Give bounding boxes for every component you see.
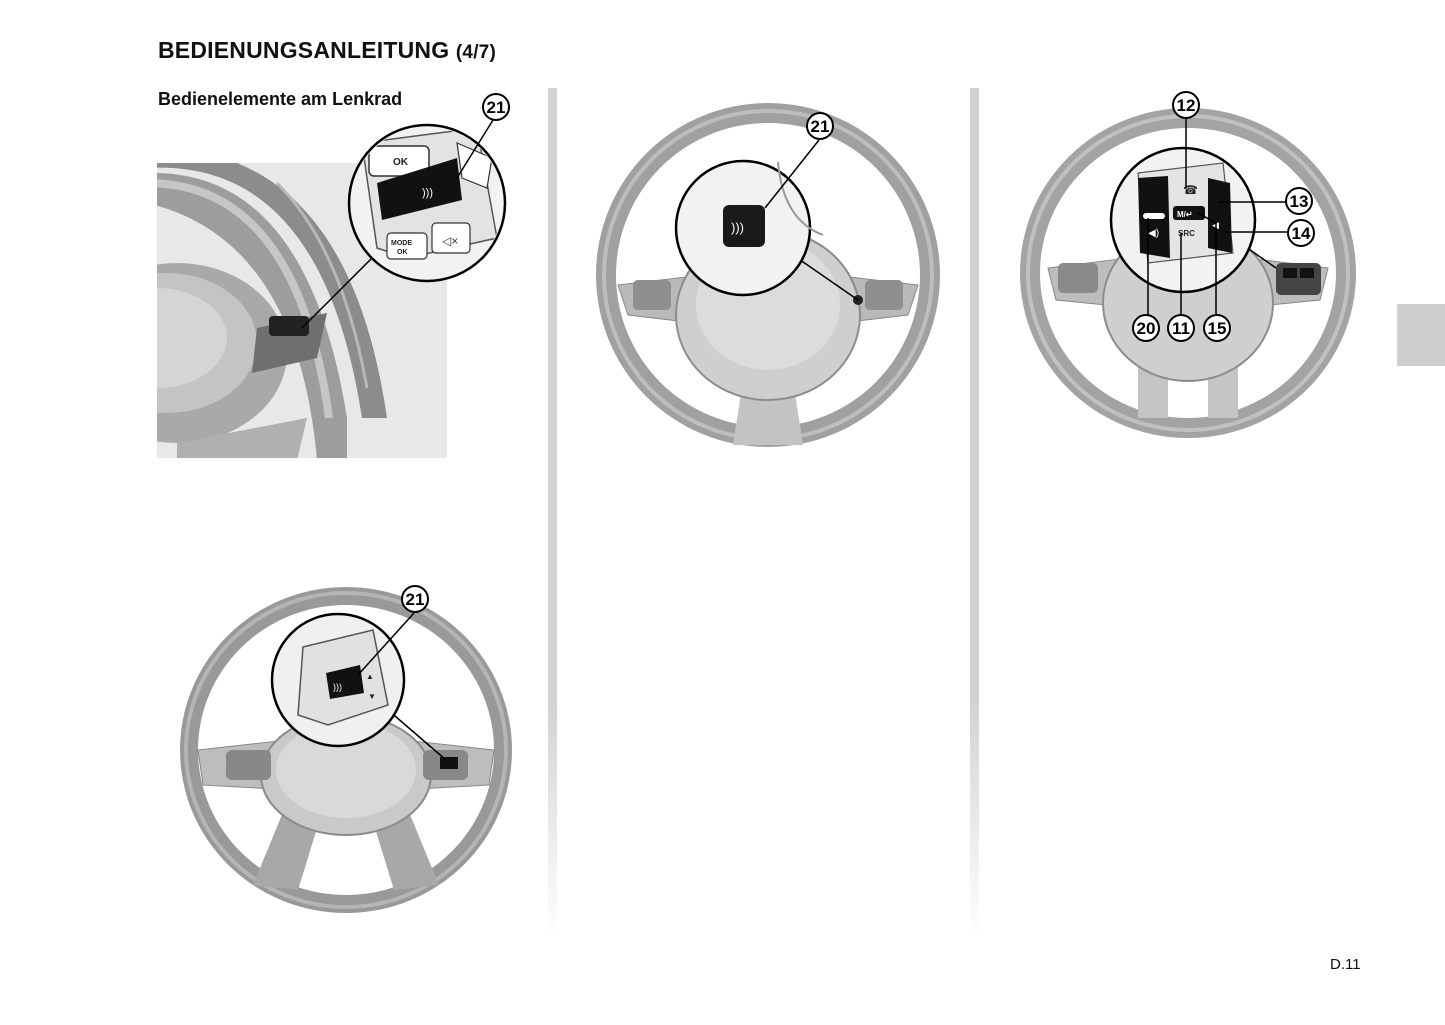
title-part: (4/7) [455, 42, 496, 63]
mute-icon: ◁× [442, 234, 458, 248]
volume-icon: ◀) [1148, 228, 1159, 239]
callout-12: 12 [1177, 96, 1196, 115]
down-arrow-icon: ▼ [368, 692, 376, 701]
callout-14: 14 [1292, 224, 1311, 243]
column-divider-left [548, 88, 557, 938]
section-subtitle: Bedienelemente am Lenkrad [158, 89, 403, 109]
callout-21: 21 [811, 117, 830, 136]
callout-13: 13 [1290, 192, 1309, 211]
figure-steering-wheel-right: ◀) M/↵ SRC ☎ + ◀ 12 13 14 20 11 15 [1020, 91, 1356, 438]
page-title: BEDIENUNGSANLEITUNG (4/7) [158, 37, 496, 64]
voice-icon: ))) [422, 187, 433, 199]
chapter-tab [1397, 304, 1445, 366]
voice-icon: ))) [333, 682, 342, 692]
mode-label: MODE [391, 240, 412, 247]
figure-steering-wheel-middle: ))) 21 [596, 103, 940, 447]
mode-button-label: M/↵ [1177, 210, 1193, 219]
figure-steering-wheel-lower: ))) ▲ ▼ 21 [180, 585, 512, 913]
callout-15: 15 [1208, 319, 1227, 338]
callout-11: 11 [1172, 319, 1190, 338]
ok-button-label: OK [393, 157, 409, 168]
mode-ok-label: OK [397, 249, 408, 256]
page-number: D.11 [1330, 956, 1361, 973]
title-text: BEDIENUNGSANLEITUNG [158, 37, 450, 63]
up-arrow-icon: ▲ [366, 672, 374, 681]
callout-20: 20 [1137, 319, 1156, 338]
callout-21: 21 [406, 590, 425, 609]
callout-21: 21 [487, 98, 506, 117]
figure-steering-wheel-side: OK ))) MODE OK ◁× 21 [157, 93, 510, 458]
column-divider-right [970, 88, 979, 938]
voice-icon: ))) [731, 220, 744, 235]
src-button-label: SRC [1178, 229, 1195, 238]
